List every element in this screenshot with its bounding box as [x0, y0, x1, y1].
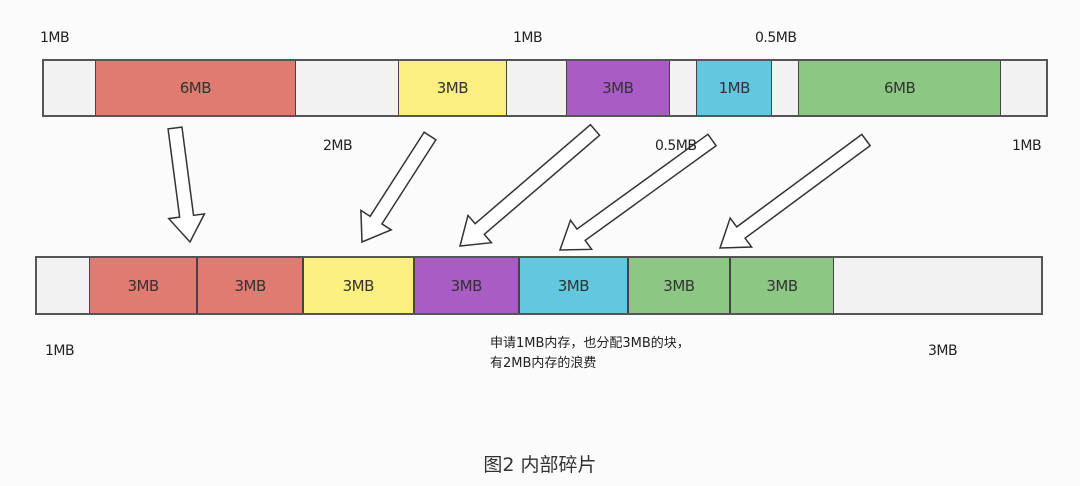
free-block [1001, 61, 1046, 115]
hollow-arrow-icon [360, 131, 437, 244]
allocated-block-cyan: 1MB [696, 61, 773, 115]
gap-label: 1MB [45, 343, 75, 359]
gap-label: 0.5MB [655, 138, 697, 154]
allocated-block-red: 3MB [88, 258, 198, 313]
waste-note: 申请1MB内存，也分配3MB的块， 有2MB内存的浪费 [490, 334, 690, 374]
free-block [833, 258, 1041, 313]
allocated-block-yellow: 3MB [302, 258, 414, 313]
allocated-block-cyan: 3MB [519, 258, 628, 313]
allocated-block-green: 3MB [730, 258, 834, 313]
gap-label: 3MB [928, 343, 958, 359]
gap-label: 2MB [323, 138, 353, 154]
hollow-arrow-icon [718, 133, 872, 249]
allocated-block-red: 6MB [94, 61, 296, 115]
free-block [507, 61, 566, 115]
free-block [44, 61, 95, 115]
allocated-block-green: 3MB [627, 258, 731, 313]
hollow-arrow-icon [459, 123, 601, 247]
waste-note-line: 有2MB内存的浪费 [490, 356, 597, 371]
allocated-block-red: 3MB [197, 258, 303, 313]
free-block [296, 61, 398, 115]
allocated-block-green: 6MB [798, 61, 1002, 115]
gap-label: 1MB [1012, 138, 1042, 154]
gap-label: 0.5MB [755, 30, 797, 46]
allocated-block-yellow: 3MB [397, 61, 508, 115]
allocated-block-purple: 3MB [565, 61, 670, 115]
hollow-arrow-icon [558, 133, 718, 251]
memory-bar-before: 6MB 3MB 3MB 1MB 6MB [42, 59, 1048, 117]
free-block [37, 258, 89, 313]
gap-label: 1MB [40, 30, 70, 46]
gap-label: 1MB [513, 30, 543, 46]
hollow-arrow-icon [167, 126, 206, 244]
waste-note-line: 申请1MB内存，也分配3MB的块， [490, 336, 690, 351]
figure-caption: 图2 内部碎片 [483, 454, 597, 476]
free-block [669, 61, 697, 115]
allocated-block-purple: 3MB [413, 258, 520, 313]
free-block [772, 61, 798, 115]
